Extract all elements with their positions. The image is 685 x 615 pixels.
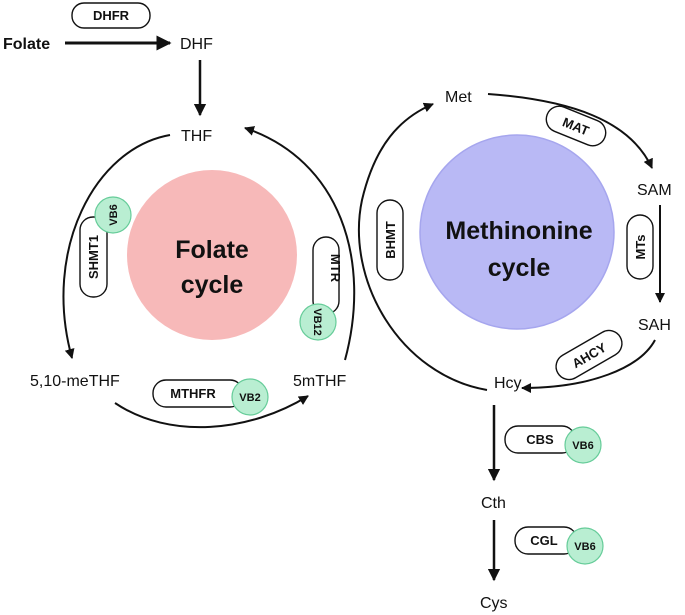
thf-to-methf-arc xyxy=(62,134,171,359)
dhfr-enzyme-label: DHFR xyxy=(93,8,130,23)
bhmt-enzyme-box xyxy=(376,199,404,281)
mts-enzyme-label: MTs xyxy=(633,234,648,259)
mthfr-vitamin-label: VB2 xyxy=(239,392,260,404)
methionine-cycle-label-line2: cycle xyxy=(488,254,551,282)
hcy-label: Hcy xyxy=(494,375,522,392)
dhf-label: DHF xyxy=(180,36,213,53)
thf-label: THF xyxy=(181,128,212,145)
mtr-vitamin-badge xyxy=(299,303,337,341)
ahcy-enzyme-box xyxy=(555,329,623,381)
methionine-cycle-label-line1: Methinonine xyxy=(445,217,592,245)
shmt1-enzyme-box xyxy=(79,216,108,298)
shmt1-vitamin-badge xyxy=(94,196,132,234)
shmt1-enzyme-label: SHMT1 xyxy=(86,235,101,279)
mat-enzyme-box xyxy=(545,105,607,147)
cbs-enzyme-label: CBS xyxy=(526,432,554,447)
met-label: Met xyxy=(445,89,472,106)
cbs-vitamin-label: VB6 xyxy=(572,440,593,452)
folate-cycle-label-line2: cycle xyxy=(181,271,244,299)
mts-enzyme-box xyxy=(626,214,654,280)
folate-label: Folate xyxy=(3,36,50,53)
cbs-vitamin-badge xyxy=(564,426,602,464)
dhfr-enzyme-box xyxy=(71,2,151,29)
folate-cycle-label-line1: Folate xyxy=(175,236,249,264)
mthfr-enzyme-label: MTHFR xyxy=(170,386,216,401)
cys-label: Cys xyxy=(480,595,508,612)
sah-to-hcy-arc xyxy=(521,339,656,393)
mat-enzyme-badge: MAT xyxy=(545,105,607,147)
cgl-enzyme-label: CGL xyxy=(530,533,558,548)
cgl-vitamin-badge xyxy=(566,527,604,565)
folate-cycle-circle xyxy=(127,170,297,340)
methionine-cycle-circle xyxy=(419,134,615,330)
mthf-label: 5mTHF xyxy=(293,373,347,390)
cgl-vitamin-label: VB6 xyxy=(574,541,595,553)
sah-label: SAH xyxy=(638,317,671,334)
sam-label: SAM xyxy=(637,182,672,199)
mthfr-vitamin-badge xyxy=(231,378,269,416)
mtr-enzyme-label: MTR xyxy=(328,254,343,283)
cth-label: Cth xyxy=(481,495,506,512)
mtr-vitamin-label: VB12 xyxy=(311,308,323,336)
met-to-sam-arc xyxy=(487,93,653,169)
methf-to-mthf-arc xyxy=(114,395,309,429)
hcy-to-met-arc xyxy=(357,102,488,391)
mthf-to-thf-arc xyxy=(244,126,356,361)
ahcy-enzyme-badge: AHCY xyxy=(555,329,623,381)
bhmt-enzyme-label: BHMT xyxy=(383,221,398,259)
shmt1-vitamin-label: VB6 xyxy=(108,204,120,225)
methf-label: 5,10-meTHF xyxy=(30,373,120,390)
